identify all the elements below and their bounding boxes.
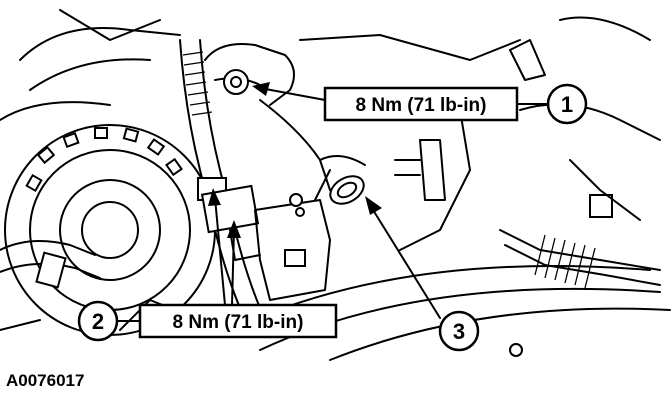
- callout-2: 2 8 Nm (71 lb-in): [77, 188, 338, 342]
- pulley-teeth: [25, 127, 183, 193]
- figure-id: A0076017: [6, 371, 84, 390]
- torque-label-box-2: [138, 303, 338, 339]
- leader-line-1: [259, 87, 326, 101]
- leader-line-2b: [231, 229, 235, 306]
- tube-ribs: [182, 51, 213, 116]
- right-coil: [499, 159, 661, 289]
- callout-1: 8 Nm (71 lb-in) 1: [252, 82, 588, 125]
- callout-circle-3: [438, 310, 480, 352]
- torque-label-1: 8 Nm (71 lb-in): [356, 95, 487, 116]
- torque-label-2: 8 Nm (71 lb-in): [173, 312, 304, 333]
- leader-line-3: [369, 204, 441, 319]
- torque-label-box-1: [323, 86, 519, 122]
- callout-number-2: 2: [92, 309, 104, 334]
- callout-3: 3: [365, 196, 480, 352]
- arrowhead-2b: [227, 220, 241, 238]
- callout-number-3: 3: [453, 319, 465, 344]
- arrowhead-1: [252, 82, 270, 96]
- callout-number-1: 1: [561, 92, 573, 117]
- arrowhead-3: [365, 196, 382, 215]
- leader-line-2a: [214, 197, 226, 306]
- arrowhead-2a: [208, 188, 221, 206]
- callout-circle-1: [546, 83, 588, 125]
